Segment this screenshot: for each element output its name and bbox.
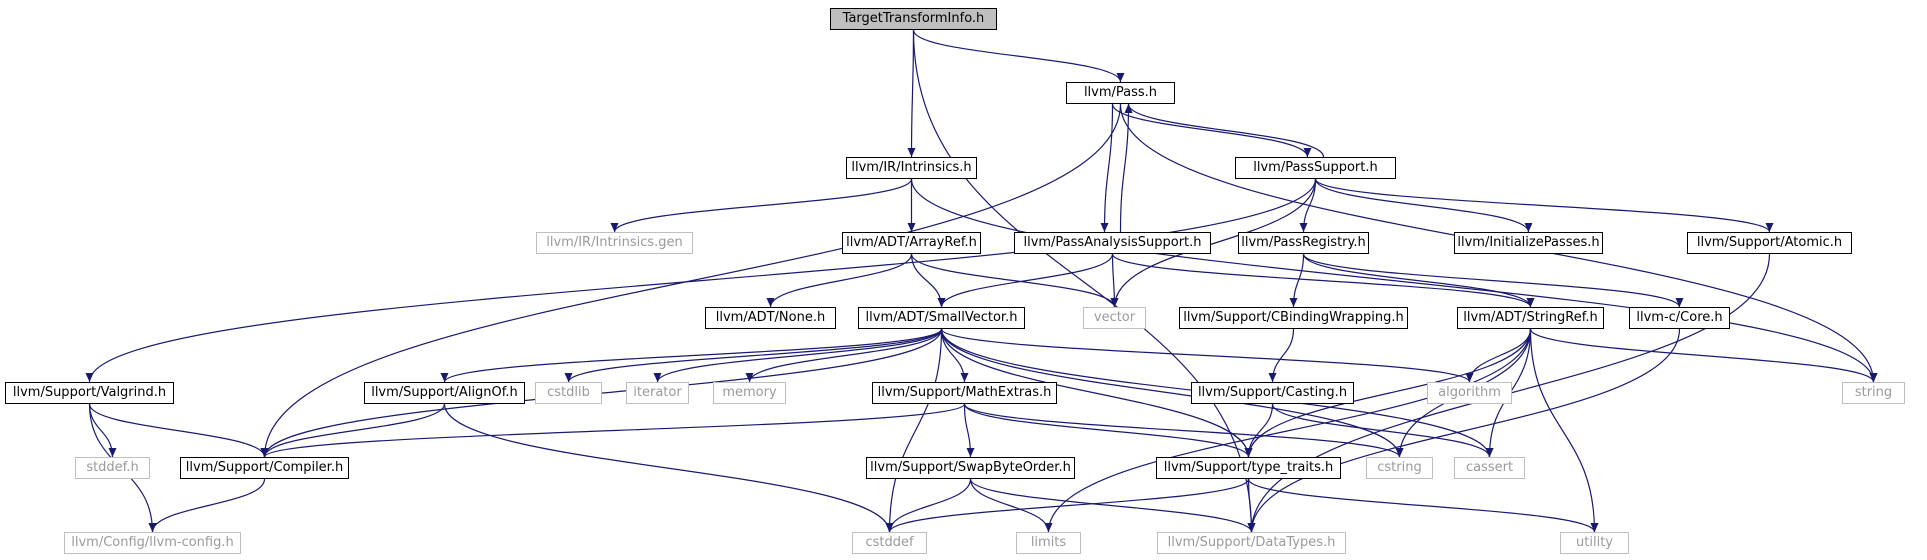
edge-root-to-pass	[912, 29, 1125, 83]
edge-passanalysis-to-pass	[1119, 103, 1133, 233]
edge-passregistry-to-cbinding	[1289, 253, 1305, 308]
node-atomic[interactable]: llvm/Support/Atomic.h	[1687, 232, 1852, 254]
edge-smallvector-to-algorithm	[940, 328, 1474, 383]
edge-root-to-datatypes	[912, 29, 1256, 533]
edge-mathextras-to-swapbyteorder	[963, 403, 975, 458]
edge-typetraits-to-cstddef	[885, 478, 1250, 533]
node-llvmconfig: llvm/Config/llvm-config.h	[64, 532, 241, 554]
edge-casting-to-cassert	[1271, 403, 1494, 458]
node-cstdlib: cstdlib	[535, 382, 602, 404]
edge-typetraits-to-datatypes	[1247, 478, 1256, 533]
edge-root-to-intrinsics	[907, 29, 916, 158]
node-typetraits[interactable]: llvm/Support/type_traits.h	[1156, 457, 1341, 479]
node-initpasses[interactable]: llvm/InitializePasses.h	[1454, 232, 1603, 254]
edge-passregistry-to-stringref	[1302, 253, 1535, 308]
edge-passsupport-to-pass	[1124, 103, 1325, 158]
node-memory: memory	[713, 382, 786, 404]
node-algorithm: algorithm	[1427, 382, 1512, 404]
node-datatypes: llvm/Support/DataTypes.h	[1157, 532, 1346, 554]
edge-passsupport-to-valgrind	[85, 178, 1317, 383]
node-cbinding[interactable]: llvm/Support/CBindingWrapping.h	[1179, 307, 1408, 329]
node-cstring: cstring	[1366, 457, 1433, 479]
edge-swapbyteorder-to-datatypes	[969, 478, 1256, 533]
node-utility: utility	[1560, 532, 1629, 554]
edge-pass-to-passanalysis	[1100, 103, 1114, 233]
node-stddef: stddef.h	[75, 457, 150, 479]
edge-smallvector-to-memory	[745, 328, 943, 383]
node-compiler[interactable]: llvm/Support/Compiler.h	[180, 457, 349, 479]
edge-alignof-to-cstddef	[443, 403, 894, 533]
node-intrinsics[interactable]: llvm/IR/Intrinsics.h	[846, 157, 977, 179]
node-swapbyteorder[interactable]: llvm/Support/SwapByteOrder.h	[866, 457, 1075, 479]
node-root[interactable]: TargetTransformInfo.h	[830, 8, 997, 30]
edge-casting-to-typetraits	[1244, 403, 1274, 458]
edge-alignof-to-compiler	[260, 403, 446, 458]
node-intrinsicsgen: llvm/IR/Intrinsics.gen	[536, 232, 693, 254]
node-stringref[interactable]: llvm/ADT/StringRef.h	[1457, 307, 1604, 329]
edge-cbinding-to-casting	[1268, 328, 1295, 383]
node-casting[interactable]: llvm/Support/Casting.h	[1191, 382, 1354, 404]
node-valgrind[interactable]: llvm/Support/Valgrind.h	[5, 382, 174, 404]
node-passregistry[interactable]: llvm/PassRegistry.h	[1238, 232, 1369, 254]
node-vector: vector	[1083, 307, 1146, 329]
node-smallvector[interactable]: llvm/ADT/SmallVector.h	[858, 307, 1025, 329]
edge-pass-to-compiler	[260, 103, 1122, 458]
edge-smallvector-to-typetraits	[940, 328, 1253, 458]
edge-stringref-to-string	[1529, 328, 1878, 383]
node-cassert: cassert	[1454, 457, 1525, 479]
node-passsupport[interactable]: llvm/PassSupport.h	[1235, 157, 1396, 179]
edge-mathextras-to-compiler	[260, 403, 966, 458]
edge-valgrind-to-compiler	[88, 403, 269, 458]
edge-compiler-to-llvmconfig	[148, 478, 266, 533]
edge-intrinsics-to-intrinsicsgen	[610, 178, 913, 233]
node-pass[interactable]: llvm/Pass.h	[1066, 82, 1175, 104]
edge-smallvector-to-cstring	[940, 328, 1404, 458]
edge-smallvector-to-alignof	[440, 328, 943, 383]
edge-stringref-to-typetraits	[1244, 328, 1532, 458]
node-cstddef: cstddef	[852, 532, 927, 554]
edge-passanalysis-to-stringref	[1111, 253, 1535, 308]
edge-mathextras-to-typetraits	[963, 403, 1253, 458]
edge-smallvector-to-cstddef	[885, 328, 943, 533]
edge-intrinsics-to-string	[910, 178, 1878, 383]
edge-arrayref-to-none	[766, 253, 913, 308]
edge-passsupport-to-atomic	[1314, 178, 1774, 233]
edge-passsupport-to-initpasses	[1314, 178, 1533, 233]
edge-swapbyteorder-to-limits	[969, 478, 1053, 533]
node-none[interactable]: llvm/ADT/None.h	[705, 307, 836, 329]
node-limits: limits	[1016, 532, 1081, 554]
node-iterator: iterator	[626, 382, 689, 404]
edge-arrayref-to-smallvector	[910, 253, 946, 308]
edge-core-to-datatypes	[1247, 328, 1681, 533]
edge-pass-to-passsupport	[1111, 103, 1312, 158]
edge-smallvector-to-iterator	[653, 328, 943, 383]
node-passanalysis[interactable]: llvm/PassAnalysisSupport.h	[1014, 232, 1211, 254]
edge-smallvector-to-compiler	[260, 328, 943, 458]
edge-typetraits-to-utility	[1247, 478, 1599, 533]
edge-mathextras-to-cstring	[963, 403, 1404, 458]
edge-passsupport-to-vector	[1110, 178, 1317, 308]
node-string: string	[1842, 382, 1905, 404]
node-core[interactable]: llvm-c/Core.h	[1629, 307, 1730, 329]
node-mathextras[interactable]: llvm/Support/MathExtras.h	[872, 382, 1057, 404]
edge-passregistry-to-core	[1302, 253, 1684, 308]
node-alignof[interactable]: llvm/Support/AlignOf.h	[364, 382, 525, 404]
edge-smallvector-to-cstdlib	[564, 328, 943, 383]
edge-stringref-to-limits	[1044, 328, 1532, 533]
edge-arrayref-to-vector	[910, 253, 1119, 308]
edge-stringref-to-utility	[1529, 328, 1599, 533]
edge-passanalysis-to-smallvector	[937, 253, 1114, 308]
node-arrayref[interactable]: llvm/ADT/ArrayRef.h	[842, 232, 981, 254]
